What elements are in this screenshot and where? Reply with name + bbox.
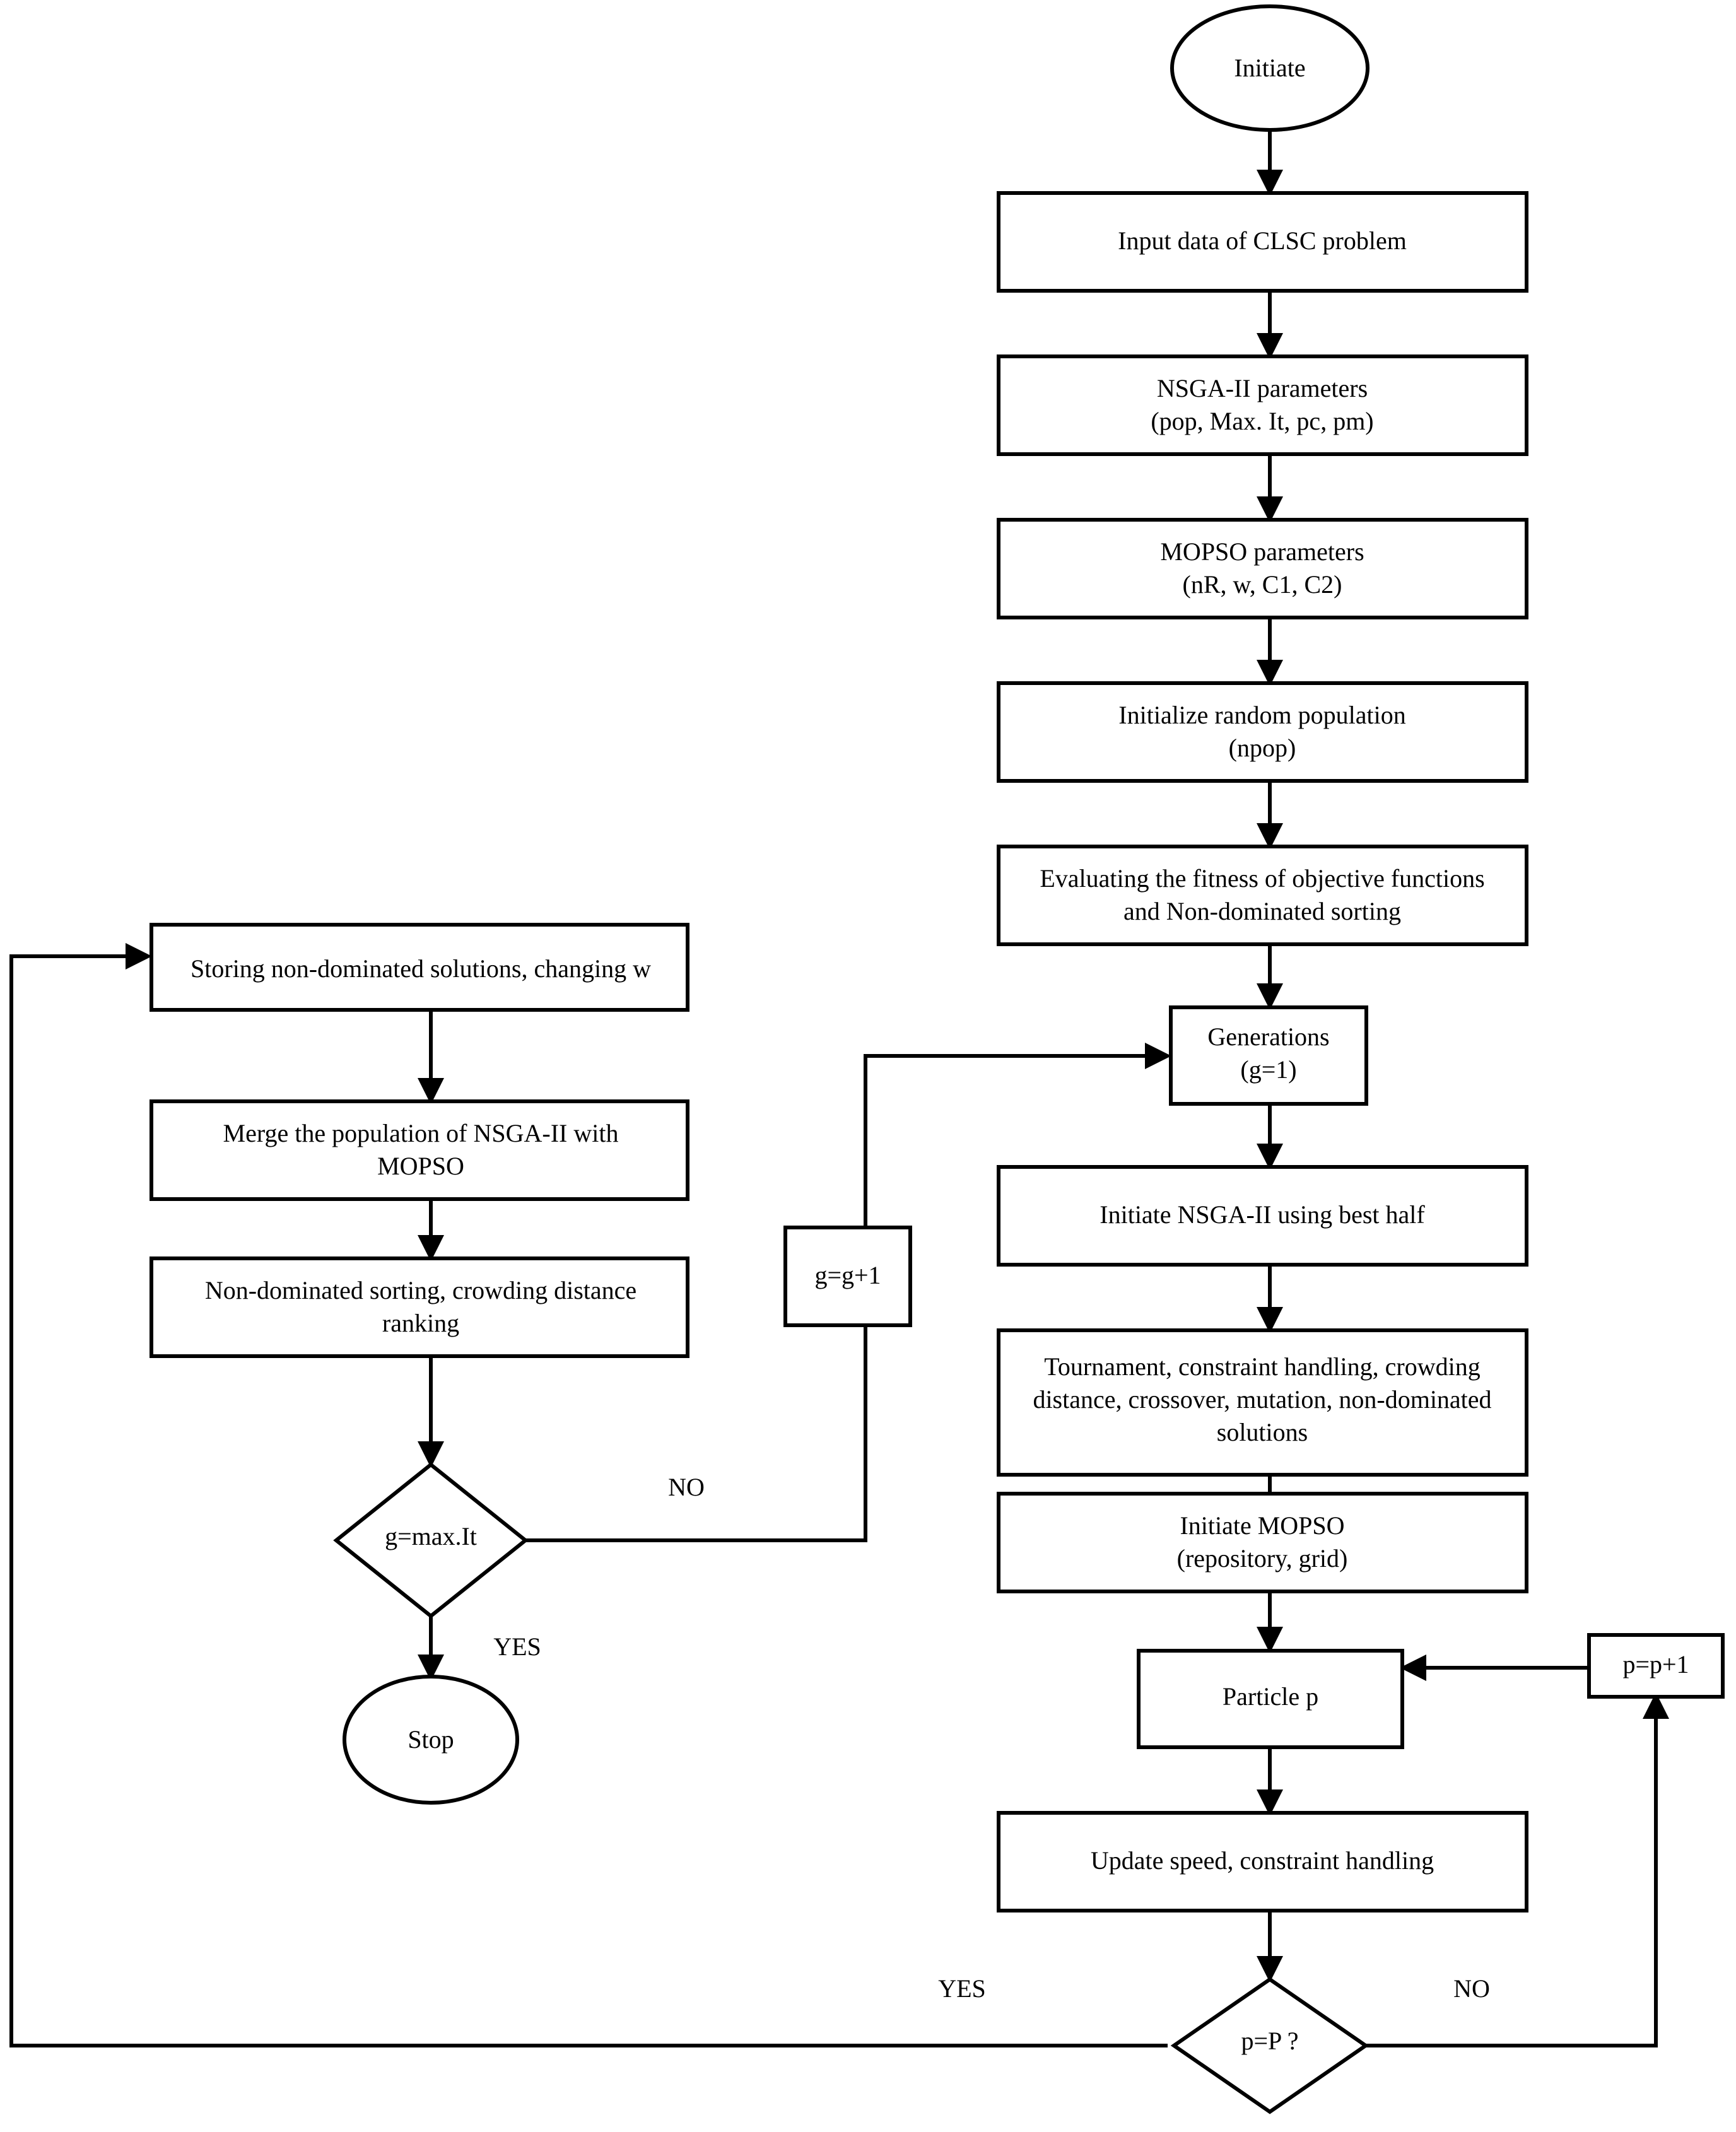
merge-population-rect [150,1099,689,1201]
mopso-parameters-rect [997,518,1528,619]
node-merge-population[interactable]: Merge the population of NSGA-II with MOP… [150,1099,689,1201]
node-initiate-mopso[interactable]: Initiate MOPSO (repository, grid) [997,1492,1528,1593]
node-p-increment[interactable]: p=p+1 [1587,1633,1725,1699]
node-g-max-it-decision[interactable]: g=max.It [333,1462,529,1619]
node-evaluate-fitness[interactable]: Evaluating the fitness of objective func… [997,845,1528,946]
connectors [9,129,1669,2047]
node-mopso-parameters[interactable]: MOPSO parameters (nR, w, C1, C2) [997,518,1528,619]
node-p-equals-P-decision[interactable]: p=P ? [1170,1977,1369,2114]
edge-label-g-yes: YES [493,1632,541,1661]
tournament-label-line2: distance, crossover, mutation, non-domin… [1033,1385,1491,1414]
node-generations[interactable]: Generations (g=1) [1169,1005,1368,1106]
edge-g-decision-no-to-g-increment [525,1280,879,1542]
edge-labels: NO YES NO YES [493,1473,1490,2003]
node-initiate[interactable]: Initiate [1170,4,1369,132]
node-nsga-parameters[interactable]: NSGA-II parameters (pop, Max. It, pc, pm… [997,354,1528,456]
evaluate-fitness-label-line2: and Non-dominated sorting [1123,897,1401,925]
particle-p-rect [1137,1649,1404,1749]
generations-label-line2: (g=1) [1240,1055,1296,1084]
node-stop[interactable]: Stop [343,1675,519,1805]
initiate-mopso-label-line1: Initiate MOPSO [1180,1511,1344,1540]
node-nds-crowding[interactable]: Non-dominated sorting, crowding distance… [150,1256,689,1358]
p-equals-P-label: p=P ? [1241,2027,1298,2055]
node-initiate-nsga[interactable]: Initiate NSGA-II using best half [997,1165,1528,1267]
initiate-nsga-label: Initiate NSGA-II using best half [1100,1200,1425,1229]
nds-crowding-label-line1: Non-dominated sorting, crowding distance [205,1276,636,1304]
g-max-it-diamond [333,1462,529,1619]
update-speed-rect [997,1811,1528,1912]
merge-population-label-line2: MOPSO [377,1152,464,1180]
evaluate-fitness-rect [997,845,1528,946]
tournament-label-line1: Tournament, constraint handling, crowdin… [1044,1352,1480,1381]
initiate-nsga-rect [997,1165,1528,1267]
initialize-population-label-line2: (npop) [1229,734,1296,762]
nsga-parameters-label-line2: (pop, Max. It, pc, pm) [1151,407,1373,435]
g-increment-rect [783,1226,912,1327]
p-increment-rect [1587,1633,1725,1699]
edge-label-p-no: NO [1453,1974,1490,2003]
node-initialize-population[interactable]: Initialize random population (npop) [997,681,1528,783]
initialize-population-rect [997,681,1528,783]
particle-p-label: Particle p [1223,1682,1318,1711]
generations-rect [1169,1005,1368,1106]
tournament-label-line3: solutions [1217,1418,1308,1446]
node-particle-p[interactable]: Particle p [1137,1649,1404,1749]
p-equals-P-diamond [1170,1977,1369,2114]
tournament-rect [997,1328,1528,1477]
node-storing-solutions[interactable]: Storing non-dominated solutions, changin… [150,923,689,1012]
g-increment-label: g=g+1 [814,1261,881,1289]
nds-crowding-rect [150,1256,689,1358]
stop-ellipse [343,1675,519,1805]
input-data-rect [997,191,1528,293]
stop-label: Stop [408,1725,454,1754]
input-data-label: Input data of CLSC problem [1118,226,1407,255]
update-speed-label: Update speed, constraint handling [1091,1846,1434,1875]
g-max-it-label: g=max.It [385,1522,477,1550]
merge-population-label-line1: Merge the population of NSGA-II with [223,1119,619,1147]
initialize-population-label-line1: Initialize random population [1118,701,1405,729]
nds-crowding-label-line2: ranking [382,1309,459,1337]
initiate-mopso-rect [997,1492,1528,1593]
edge-label-g-no: NO [668,1473,705,1501]
storing-solutions-label: Storing non-dominated solutions, changin… [191,954,651,983]
node-input-data[interactable]: Input data of CLSC problem [997,191,1528,293]
node-g-increment[interactable]: g=g+1 [783,1226,912,1327]
edge-p-decision-yes-to-storing [9,943,1168,2047]
node-tournament[interactable]: Tournament, constraint handling, crowdin… [997,1328,1528,1477]
initiate-label: Initiate [1234,54,1305,82]
storing-solutions-rect [150,923,689,1012]
p-increment-label: p=p+1 [1622,1650,1689,1678]
initiate-ellipse [1170,4,1369,132]
initiate-mopso-label-line2: (repository, grid) [1177,1544,1348,1573]
edge-label-p-yes: YES [938,1974,986,2003]
mopso-parameters-label-line1: MOPSO parameters [1160,537,1364,566]
mopso-parameters-label-line2: (nR, w, C1, C2) [1183,570,1342,599]
generations-label-line1: Generations [1207,1022,1329,1051]
node-update-speed[interactable]: Update speed, constraint handling [997,1811,1528,1912]
edge-g-increment-to-generations [864,1043,1171,1226]
nsga-parameters-rect [997,354,1528,456]
nsga-parameters-label-line1: NSGA-II parameters [1157,374,1368,402]
evaluate-fitness-label-line1: Evaluating the fitness of objective func… [1040,864,1484,893]
edge-p-decision-no-to-p-increment [1366,1692,1669,2047]
